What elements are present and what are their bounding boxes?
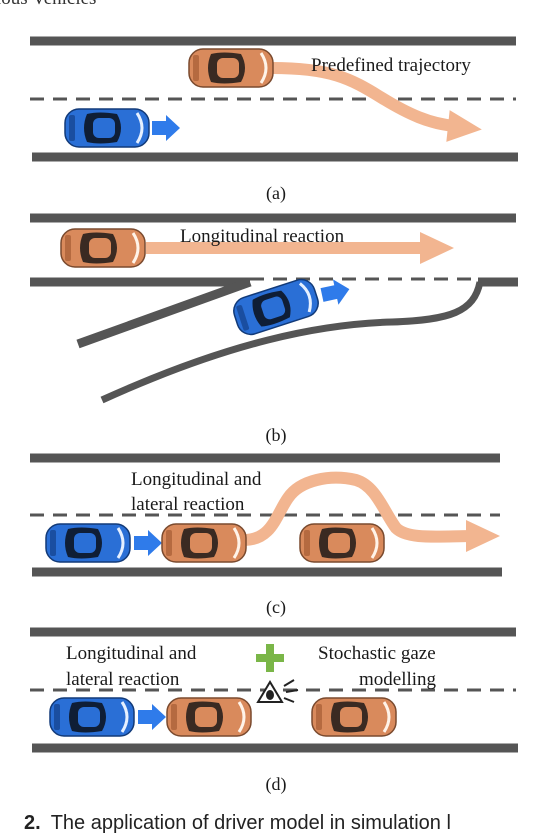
orange-car-ahead <box>298 522 386 564</box>
trajectory-path <box>243 471 475 546</box>
annotation-stochastic-gaze: Stochastic gaze <box>318 643 436 664</box>
orange-car-lead <box>165 696 253 738</box>
blue-direction-arrow <box>319 276 353 308</box>
panel-label-c: (c) <box>266 597 286 617</box>
ramp-edge-lower <box>100 281 484 404</box>
blue-direction-arrow <box>134 530 162 556</box>
annotation-lateral-reaction: lateral reaction <box>66 669 180 690</box>
orange-car-lead <box>160 522 248 564</box>
trajectory-arrowhead <box>446 110 484 146</box>
plus-icon <box>256 644 284 672</box>
trajectory-arrowhead <box>466 520 500 552</box>
blue-direction-arrow <box>138 704 166 730</box>
trajectory-path <box>271 62 456 132</box>
panel-d <box>30 627 518 753</box>
ramp-edge-upper <box>76 277 252 349</box>
panel-a <box>30 36 518 162</box>
caption-fragment: 2. The application of driver model in sim… <box>24 812 451 835</box>
annotation-longitudinal-and: Longitudinal and <box>66 643 197 664</box>
blue-direction-arrow <box>152 115 180 141</box>
caption-text: The application of driver model in simul… <box>50 812 451 834</box>
panel-c <box>30 453 502 577</box>
orange-car <box>187 47 275 89</box>
annotation-predefined-trajectory: Predefined trajectory <box>311 55 471 76</box>
panel-label-a: (a) <box>266 183 286 203</box>
panel-b <box>30 213 518 404</box>
orange-car-ahead <box>310 696 398 738</box>
trajectory-arrowhead <box>420 232 454 264</box>
blue-car <box>48 696 136 738</box>
blue-car <box>63 107 151 149</box>
annotation-longitudinal-reaction: Longitudinal reaction <box>180 226 345 247</box>
header-fragment: ious Vehicles <box>0 0 96 10</box>
eye-gaze-icon <box>256 679 299 703</box>
annotation-modelling: modelling <box>359 669 437 690</box>
orange-car <box>59 227 147 269</box>
annotation-lateral-reaction: lateral reaction <box>131 494 245 515</box>
blue-car <box>44 522 132 564</box>
panel-label-d: (d) <box>265 774 287 794</box>
annotation-longitudinal-and: Longitudinal and <box>131 469 262 490</box>
panel-label-b: (b) <box>265 425 287 445</box>
figure-number: 2. <box>24 812 41 834</box>
